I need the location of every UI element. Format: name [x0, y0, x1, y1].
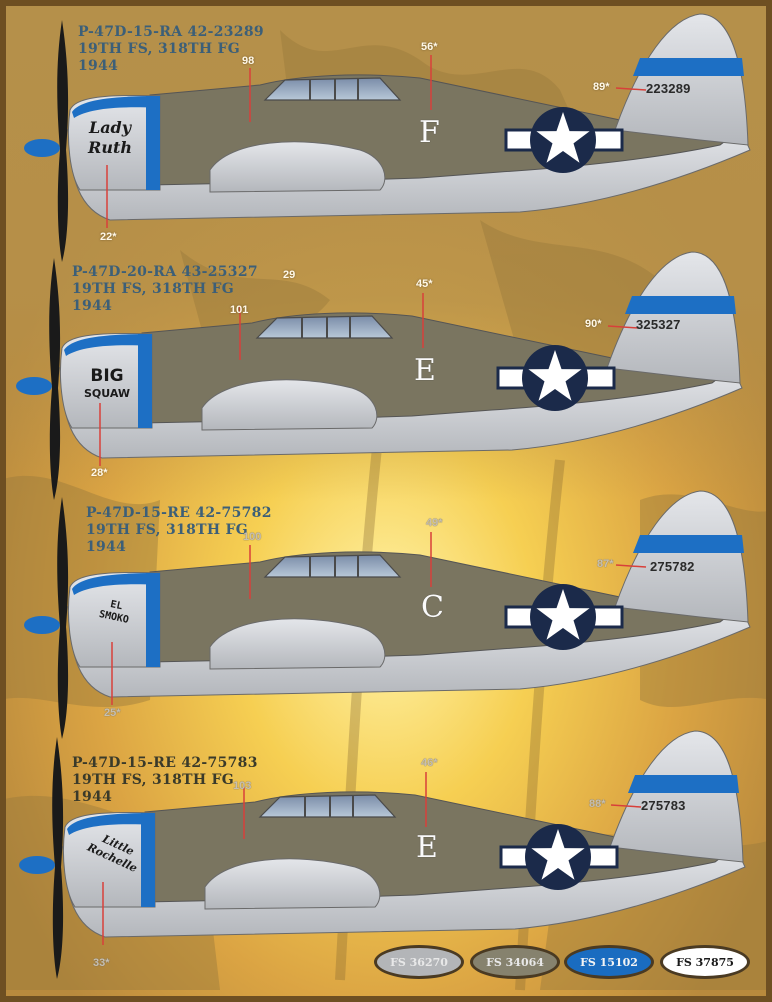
aircraft-1-unit: 19TH FS, 318TH FG: [78, 41, 241, 57]
aircraft-2-callout-tail: 90*: [585, 318, 602, 330]
wing: [209, 618, 386, 670]
aircraft-1-model: P-47D-15-RA 42-23289: [78, 24, 264, 40]
aircraft-3-tail-serial: 275782: [650, 559, 695, 574]
insignia-star: [528, 350, 582, 401]
wing: [201, 379, 378, 431]
aircraft-2-nose-art: BIG SQUAW: [72, 368, 142, 402]
legend-swatch-fs15102: FS 15102: [564, 945, 654, 979]
tail-stripe: [625, 296, 736, 314]
insignia-star: [531, 829, 585, 880]
spinner: [19, 856, 55, 874]
spinner: [16, 377, 52, 395]
wing: [204, 858, 381, 910]
nose-art-line: Ruth: [88, 138, 132, 157]
propeller-blade: [52, 737, 64, 979]
aircraft-1-nose-art: Lady Ruth: [80, 118, 140, 158]
cowl-flap-band: [146, 573, 160, 667]
aircraft-4-tail-serial: 275783: [641, 798, 686, 813]
insignia-star: [536, 589, 590, 640]
aircraft-3-title: P-47D-15-RE 42-75782 19TH FS, 318TH FG 1…: [86, 505, 272, 556]
callout-line: [615, 87, 647, 91]
callout-line: [607, 325, 639, 329]
cowl-flap-band: [146, 96, 160, 190]
legend-swatch-fs37875: FS 37875: [660, 945, 750, 979]
callout-line: [615, 564, 647, 568]
insignia-star: [536, 112, 590, 163]
aircraft-2-callout-canopy-2: 29: [283, 269, 296, 281]
legend-swatch-fs36270: FS 36270: [374, 945, 464, 979]
propeller-blade: [57, 497, 69, 739]
propeller-blade: [57, 20, 69, 262]
aircraft-4-title: P-47D-15-RE 42-75783 19TH FS, 318TH FG 1…: [72, 755, 258, 806]
aircraft-2-unit: 19TH FS, 318TH FG: [72, 281, 235, 297]
aircraft-1-callout-canopy: 98: [242, 55, 255, 67]
cowl-flap-band: [141, 813, 155, 907]
spinner: [24, 139, 60, 157]
aircraft-2-callout-code: 45*: [416, 278, 433, 290]
callout-line: [610, 804, 642, 808]
cowl-band: [64, 334, 152, 356]
aircraft-2-year: 1944: [72, 298, 113, 314]
aircraft-3-year: 1944: [86, 539, 127, 555]
aircraft-2-model: P-47D-20-RA 43-25327: [72, 264, 258, 280]
legend-label: FS 34064: [486, 955, 544, 969]
aircraft-1-callout-code: 56*: [421, 41, 438, 53]
propeller-blade: [49, 258, 61, 500]
aircraft-4-year: 1944: [72, 789, 113, 805]
tail-fin: [614, 13, 749, 146]
tail-stripe: [628, 775, 739, 793]
spinner: [24, 616, 60, 634]
canopy: [258, 794, 397, 818]
aircraft-4-callout-tail: 88*: [589, 798, 606, 810]
aircraft-2-callout-nose: 28*: [91, 467, 108, 479]
aircraft-3-code-letter: C: [421, 590, 444, 625]
aircraft-4-model: P-47D-15-RE 42-75783: [72, 755, 258, 771]
aircraft-1-year: 1944: [78, 58, 119, 74]
cowl-flap-band: [138, 334, 152, 428]
legend-label: FS 37875: [676, 955, 734, 969]
aircraft-4-profile: [19, 730, 746, 979]
aircraft-2-code-letter: E: [414, 353, 436, 388]
canopy: [263, 77, 402, 101]
canopy: [255, 315, 394, 339]
tail-fin: [609, 730, 744, 863]
aircraft-1-callout-tail: 89*: [593, 81, 610, 93]
aircraft-3-callout-nose: 25*: [104, 707, 121, 719]
nose-art-line: SQUAW: [83, 387, 131, 400]
aircraft-1-tail-serial: 223289: [646, 81, 691, 96]
cowl-band: [72, 573, 160, 595]
aircraft-3-profile: [24, 490, 751, 739]
aircraft-4-callout-canopy: 103: [233, 780, 252, 792]
aircraft-1-callout-nose: 22*: [100, 231, 117, 243]
tail-fin: [614, 490, 749, 623]
legend-label: FS 36270: [390, 955, 448, 969]
legend-swatch-fs34064: FS 34064: [470, 945, 560, 979]
canopy: [263, 554, 402, 578]
aircraft-1-profile: [24, 13, 751, 262]
aircraft-4-callout-nose: 33*: [93, 957, 110, 969]
aircraft-4-code-letter: E: [416, 830, 438, 865]
aircraft-2-callout-canopy: 101: [230, 304, 249, 316]
aircraft-3-unit: 19TH FS, 318TH FG: [86, 522, 249, 538]
wing: [209, 141, 386, 193]
nose-art-line: BIG: [90, 366, 124, 386]
aircraft-3-model: P-47D-15-RE 42-75782: [86, 505, 272, 521]
tail-stripe: [633, 535, 744, 553]
legend-label: FS 15102: [580, 955, 638, 969]
cowl-band: [67, 813, 155, 835]
aircraft-2-profile: [16, 251, 743, 500]
cowl-band: [72, 96, 160, 118]
aircraft-3-callout-code: 49*: [426, 517, 443, 529]
aircraft-1-code-letter: F: [419, 115, 440, 150]
aircraft-4-unit: 19TH FS, 318TH FG: [72, 772, 235, 788]
aircraft-1-title: P-47D-15-RA 42-23289 19TH FS, 318TH FG 1…: [78, 24, 264, 75]
nose-art-line: Lady: [88, 118, 132, 137]
aircraft-2-tail-serial: 325327: [636, 317, 681, 332]
aircraft-4-callout-code: 46*: [421, 757, 438, 769]
tail-stripe: [633, 58, 744, 76]
aircraft-2-title: P-47D-20-RA 43-25327 19TH FS, 318TH FG 1…: [72, 264, 258, 315]
aircraft-3-callout-tail: 87*: [597, 558, 614, 570]
aircraft-3-callout-canopy: 100: [243, 531, 262, 543]
